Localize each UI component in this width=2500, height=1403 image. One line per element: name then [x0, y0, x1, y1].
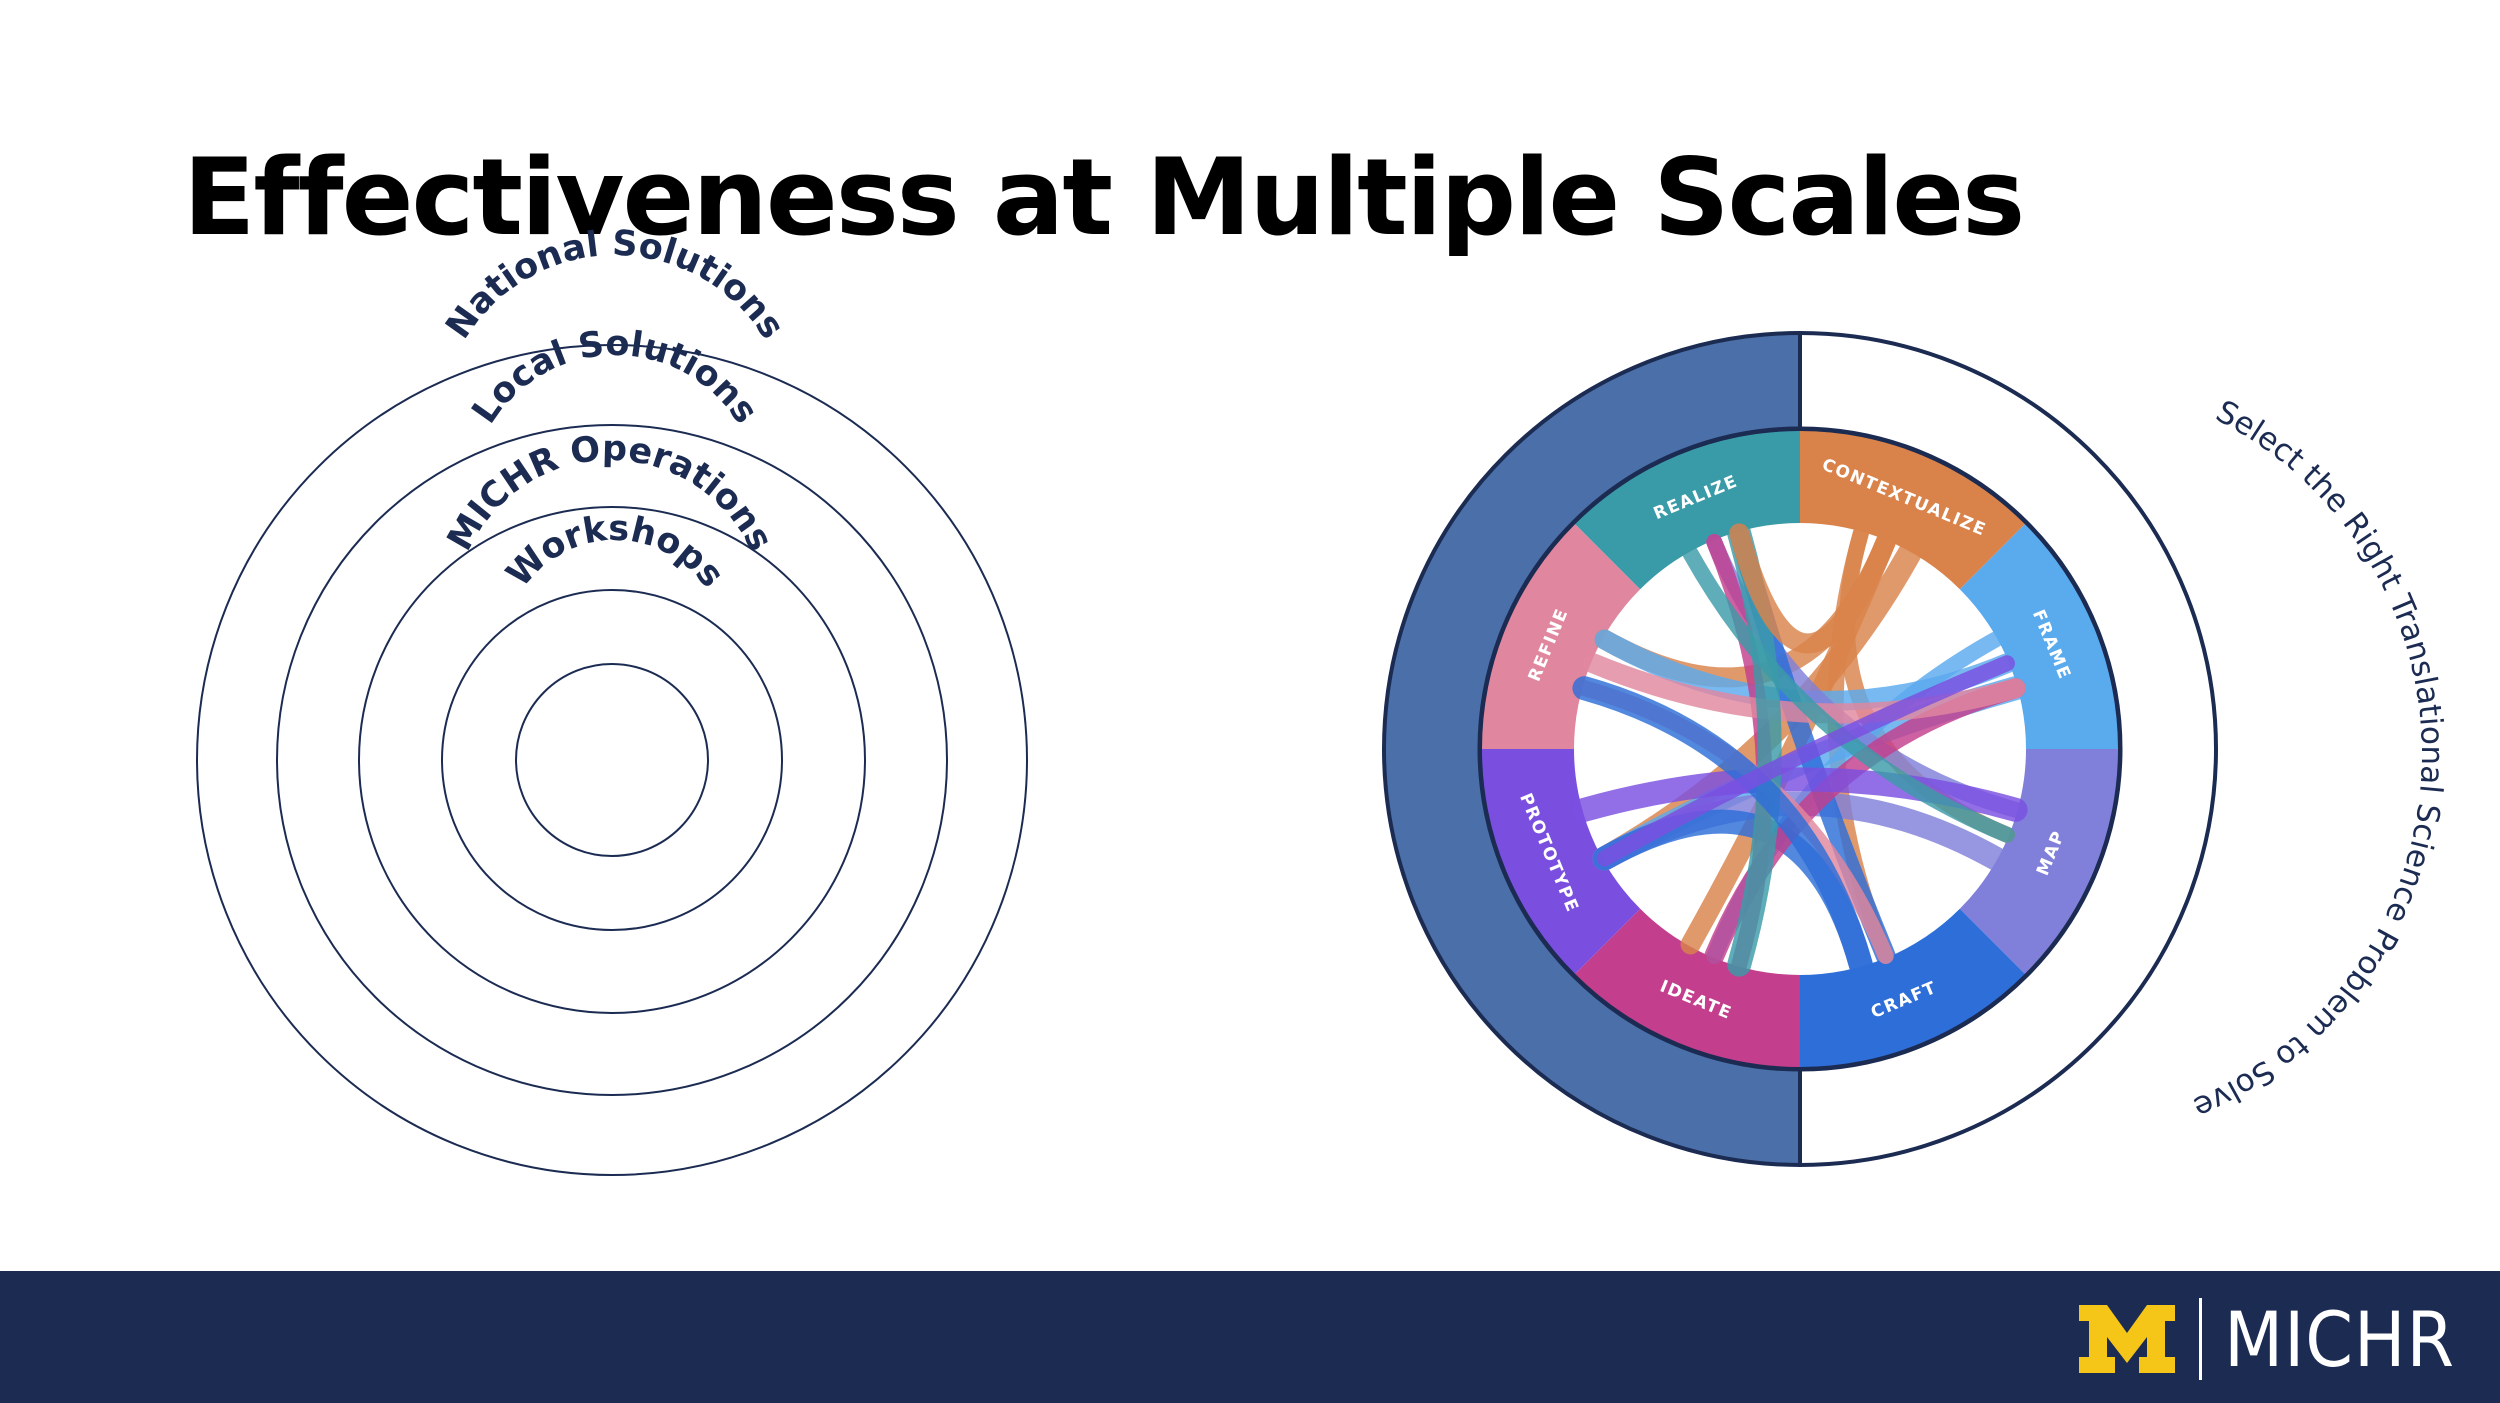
- ribbon-prototype-map: [1572, 767, 2028, 822]
- logo-text: MICHR: [2224, 1294, 2455, 1384]
- ring-michr-operations: [358, 506, 866, 1014]
- michr-logo: MICHR: [2077, 1295, 2455, 1384]
- ring-national: [196, 344, 1028, 1176]
- segment-contextualize: [1800, 431, 2025, 590]
- segment-craft: [1800, 908, 2025, 1067]
- concentric-circles: [196, 344, 1028, 1176]
- process-wheel: CONTEXTUALIZEFRAMEMAPCRAFTIDEATEPROTOTYP…: [1084, 331, 2450, 1167]
- label-local-solutions: Local Solutions: [465, 324, 766, 431]
- wheel-right-label: Select the Right Translational Science P…: [2188, 394, 2450, 1126]
- ribbon-realize-map: [1682, 545, 2015, 843]
- footer-bar: MICHR: [0, 1271, 2500, 1403]
- ring-workshops: [441, 589, 783, 931]
- wheel-segments: [1482, 431, 2118, 1067]
- ribbon-refine-frame: [1583, 653, 2026, 724]
- ring-core: [515, 663, 709, 857]
- ring-local: [276, 424, 948, 1096]
- segment-frame: [1959, 524, 2118, 749]
- ribbon-contextualize-realize: [1729, 523, 1896, 654]
- connection-ribbons: [1572, 521, 2028, 977]
- segment-prototype: [1482, 749, 1641, 974]
- diagram-canvas: National Solutions Local Solutions MICHR…: [196, 224, 2450, 1176]
- segment-realize: [1575, 431, 1800, 590]
- segment-refine: [1482, 524, 1641, 749]
- page-title: Effectiveness at Multiple Scales: [183, 136, 2025, 259]
- wheel-left-label: Solve the Translational Science Problem …: [1084, 376, 1311, 1018]
- logo-divider: [2199, 1298, 2203, 1380]
- ribbon-craft-refine: [1572, 676, 1873, 977]
- block-m-logo-icon: [2079, 1305, 2176, 1373]
- segment-map: [1959, 749, 2118, 974]
- ribbon-prototype-frame: [1596, 655, 2015, 867]
- segment-ideate: [1575, 908, 1800, 1067]
